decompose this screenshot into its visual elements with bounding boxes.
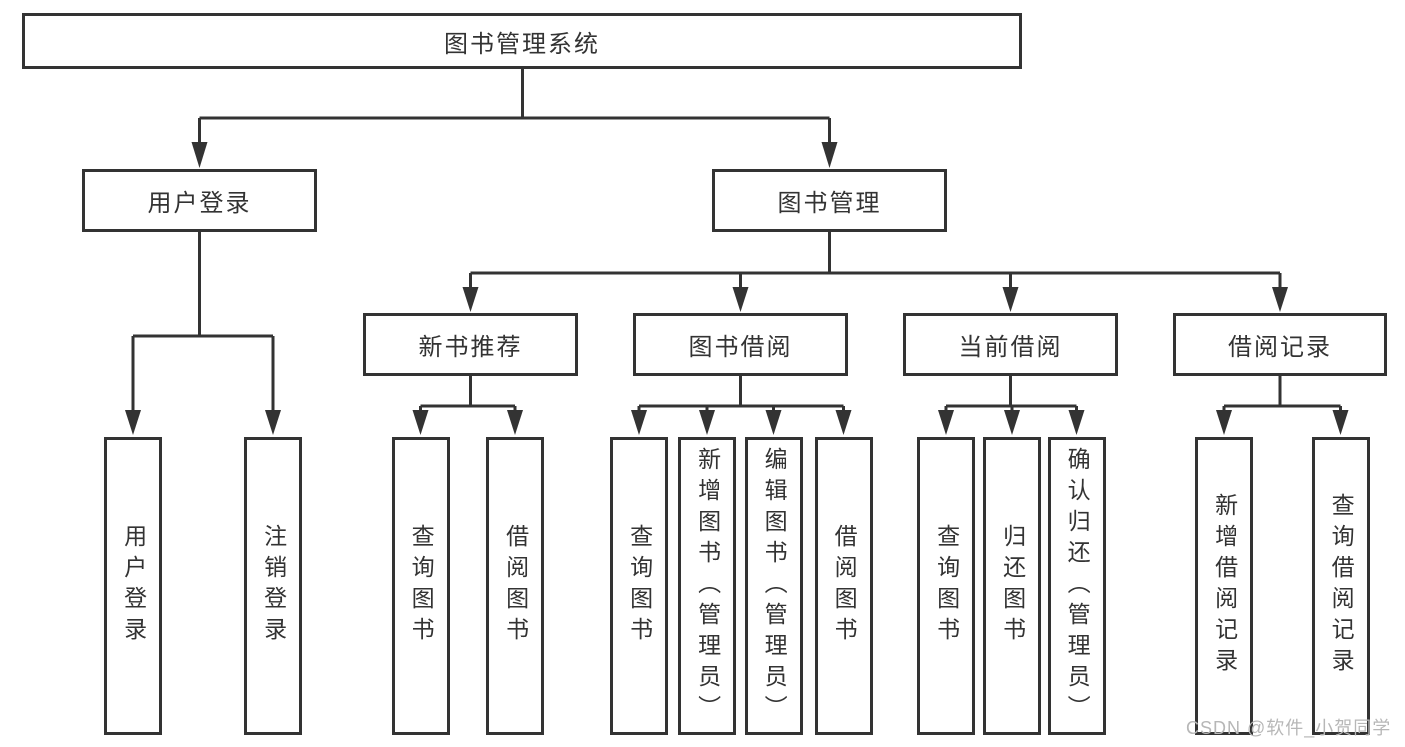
leaf-query-books-borrowing: 查询图书 (610, 437, 668, 735)
leaf-label: 借阅图书 (502, 524, 529, 648)
leaf-confirm-return-admin: 确认归还（管理员） (1047, 437, 1106, 735)
arrowhead-icon (1068, 410, 1085, 435)
leaf-query-books-current: 查询图书 (917, 437, 975, 735)
leaf-label: 注销登录 (260, 524, 287, 648)
arrowhead-icon (631, 410, 647, 435)
leaf-edit-books-admin: 编辑图书（管理员） (744, 437, 803, 735)
leaf-add-books-admin: 新增图书（管理员） (678, 437, 736, 735)
leaf-query-books-recommend: 查询图书 (391, 437, 450, 735)
node-label: 图书管理 (777, 190, 882, 217)
leaf-borrow-books-recommend: 借阅图书 (486, 437, 544, 735)
arrowhead-icon (765, 410, 782, 435)
leaf-label: 查询图书 (626, 524, 653, 648)
node-user-login: 用户登录 (82, 169, 317, 232)
arrowhead-icon (1004, 410, 1020, 435)
node-borrowing-records: 借阅记录 (1173, 313, 1387, 376)
arrowhead-icon (1216, 410, 1232, 435)
arrowhead-icon (938, 410, 954, 435)
leaf-label: 归还图书 (999, 524, 1026, 648)
arrowhead-icon (265, 410, 281, 435)
node-book-management: 图书管理 (712, 169, 947, 232)
leaf-label: 编辑图书（管理员） (761, 446, 788, 726)
arrowhead-icon (699, 410, 715, 435)
node-book-borrowing: 图书借阅 (633, 313, 848, 376)
node-new-book-recommend: 新书推荐 (363, 313, 578, 376)
node-label: 新书推荐 (418, 334, 523, 361)
arrowhead-icon (507, 410, 523, 435)
leaf-label: 查询借阅记录 (1328, 493, 1355, 679)
arrowhead-icon (125, 410, 141, 435)
node-current-borrowing: 当前借阅 (903, 313, 1118, 376)
arrowhead-icon (821, 142, 838, 168)
node-label: 图书借阅 (688, 334, 793, 361)
leaf-return-books: 归还图书 (983, 437, 1041, 735)
node-label: 图书管理系统 (444, 30, 600, 58)
leaf-label: 新增图书（管理员） (694, 446, 721, 726)
arrowhead-icon (835, 410, 852, 435)
arrowhead-icon (1272, 287, 1288, 312)
arrowhead-icon (462, 287, 479, 312)
node-label: 当前借阅 (958, 334, 1063, 361)
leaf-label: 查询图书 (933, 524, 960, 648)
node-library-management-system: 图书管理系统 (22, 13, 1022, 69)
leaf-query-borrow-record: 查询借阅记录 (1311, 437, 1370, 735)
leaf-logout: 注销登录 (244, 437, 302, 735)
arrowhead-icon (1002, 287, 1019, 312)
leaf-user-login: 用户登录 (104, 437, 162, 735)
watermark: CSDN @软件_小贺同学 (1186, 718, 1392, 738)
arrowhead-icon (1332, 410, 1349, 435)
node-label: 借阅记录 (1228, 334, 1332, 361)
leaf-add-borrow-record: 新增借阅记录 (1195, 437, 1253, 735)
leaf-label: 确认归还（管理员） (1064, 446, 1091, 726)
leaf-label: 借阅图书 (831, 524, 858, 648)
leaf-label: 用户登录 (120, 524, 147, 648)
node-label: 用户登录 (147, 190, 252, 217)
arrowheads (125, 142, 1349, 435)
arrowhead-icon (412, 410, 429, 435)
leaf-borrow-books-borrowing: 借阅图书 (814, 437, 873, 735)
leaf-label: 新增借阅记录 (1211, 493, 1238, 679)
leaf-label: 查询图书 (408, 524, 435, 648)
arrowhead-icon (191, 142, 208, 168)
arrowhead-icon (732, 287, 749, 312)
